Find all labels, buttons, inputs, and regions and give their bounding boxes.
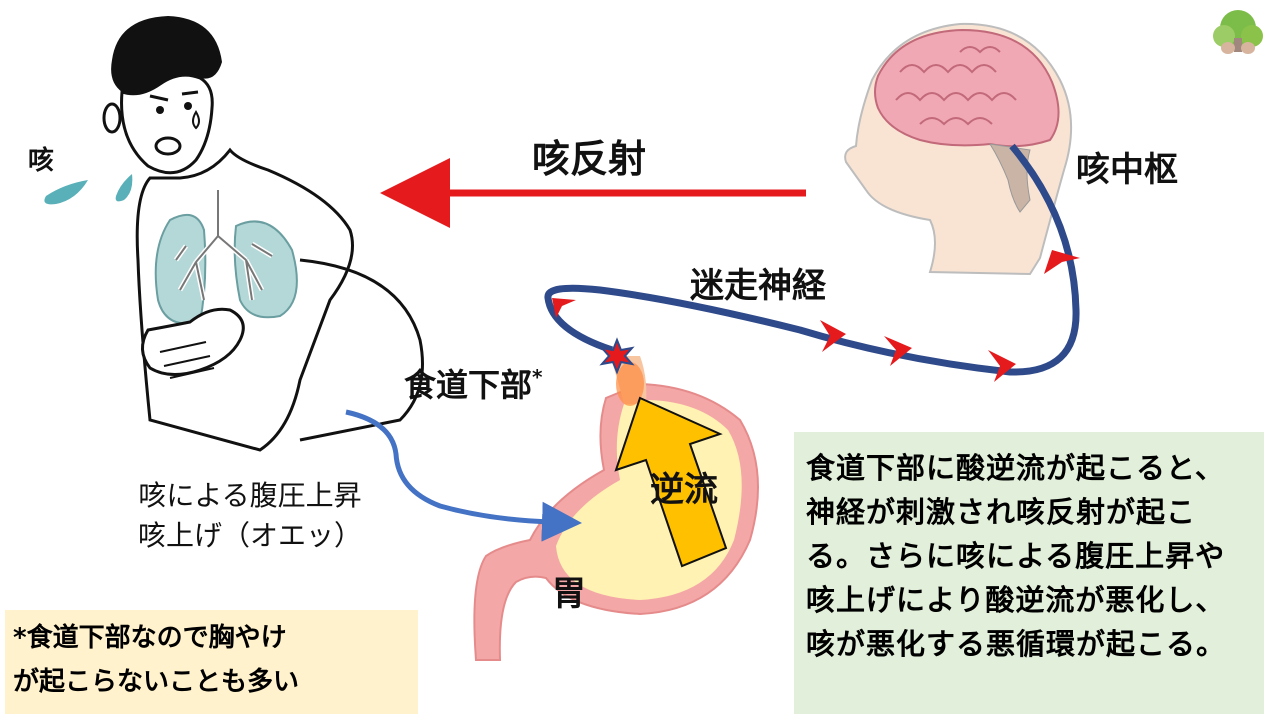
cough-label: 咳 <box>28 146 55 176</box>
asterisk-mark: * <box>532 365 543 389</box>
reflux-arrow <box>614 396 728 568</box>
head-brain-icon <box>844 22 1073 276</box>
pressure-line-2: 咳上げ（オエッ） <box>137 519 362 552</box>
abdominal-pressure-arrow <box>345 409 582 542</box>
footnote-line-1: *食道下部なので胸やけ <box>13 623 287 653</box>
lower-esophagus-text: 食道下部 <box>404 366 533 404</box>
tree-logo-icon <box>1213 10 1263 54</box>
footnote-box: *食道下部なので胸やけ が起こらないことも多い <box>5 610 418 714</box>
stomach-label: 胃 <box>552 574 586 614</box>
pressure-line-1: 咳による腹圧上昇 <box>138 479 362 512</box>
person-coughing-icon <box>44 16 424 452</box>
pressure-label: 咳による腹圧上昇 咳上げ（オエッ） <box>100 476 400 556</box>
explanation-box: 食道下部に酸逆流が起こると、神経が刺激され咳反射が起こる。さらに咳による腹圧上昇… <box>794 432 1264 714</box>
stimulus-star-icon <box>599 337 635 375</box>
cough-center-label: 咳中枢 <box>1076 150 1178 190</box>
explanation-text: 食道下部に酸逆流が起こると、神経が刺激され咳反射が起こる。さらに咳による腹圧上昇… <box>806 451 1227 661</box>
reflux-label: 逆流 <box>650 470 718 510</box>
vagus-nerve-label: 迷走神経 <box>690 266 826 306</box>
nerve-signal-chevrons <box>552 250 1080 382</box>
cough-reflex-label: 咳反射 <box>532 137 647 181</box>
footnote-line-2: が起こらないことも多い <box>13 667 300 697</box>
lower-esophagus-label: 食道下部* <box>404 360 542 406</box>
